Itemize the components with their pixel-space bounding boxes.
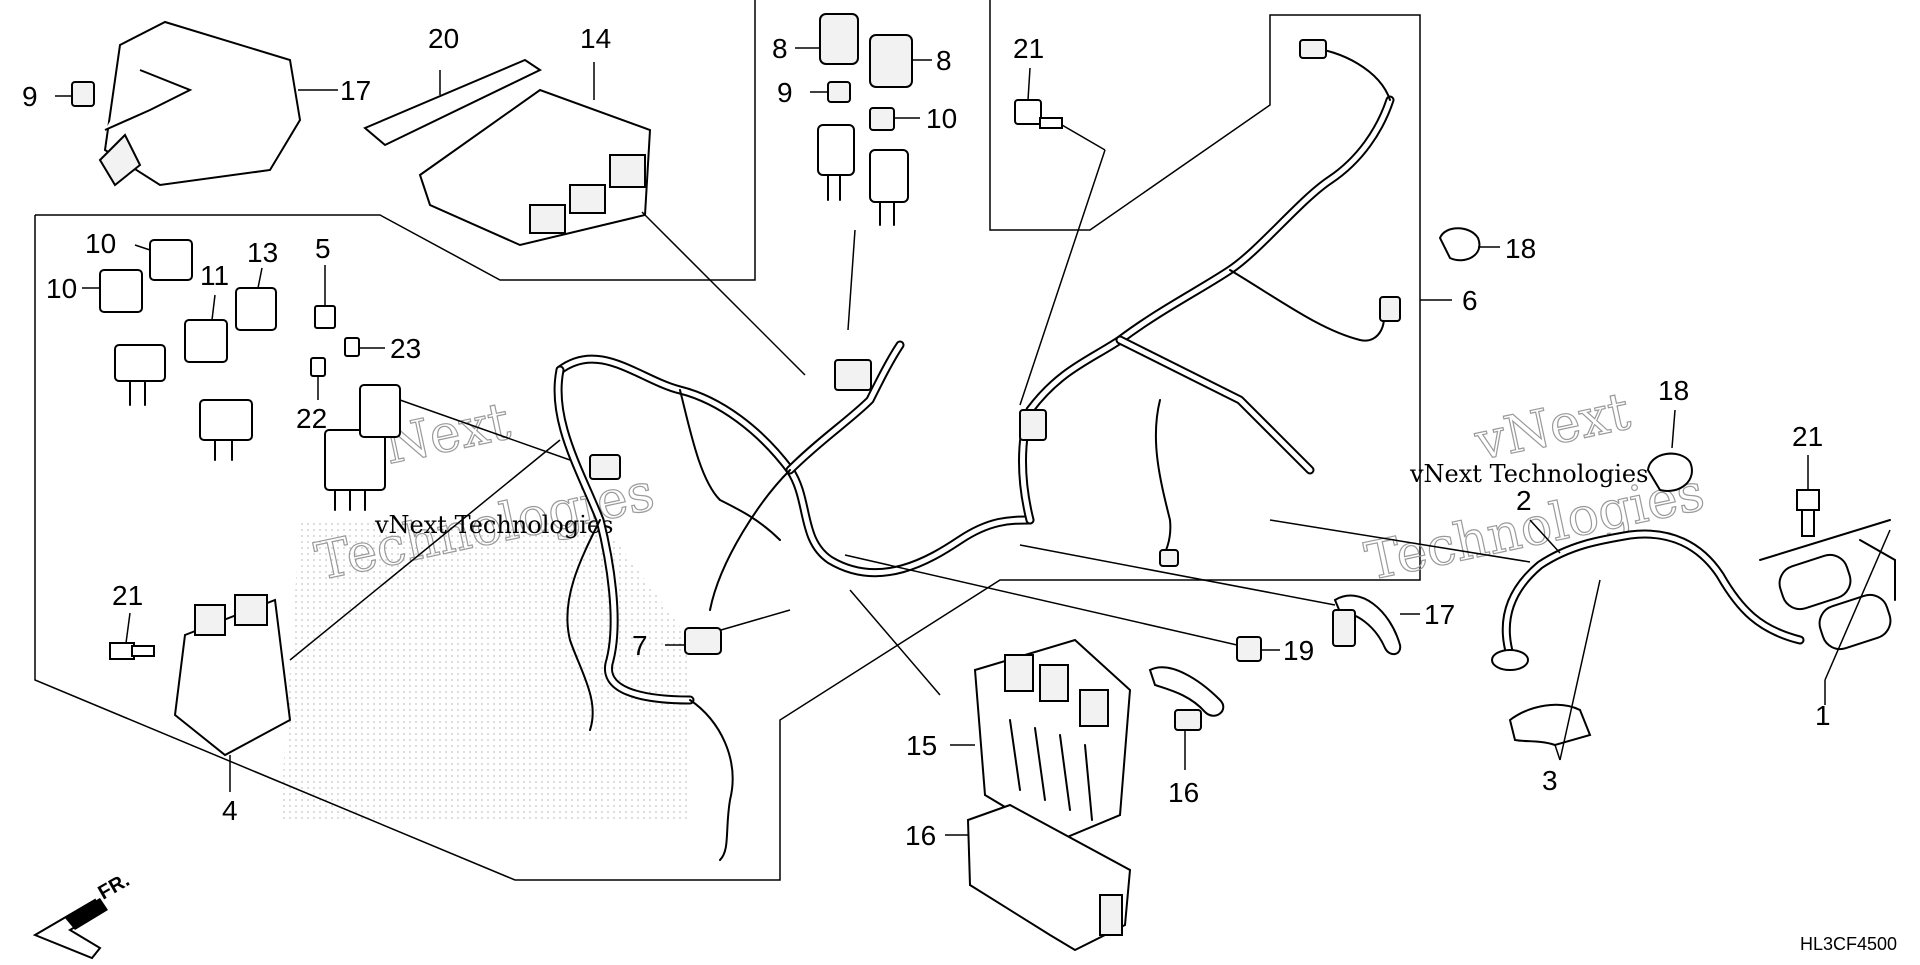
part-8-connector-a [795, 13, 859, 65]
front-direction-arrow-icon: FR. [32, 869, 133, 960]
watermark-inline-right: vNext Technologies [1409, 460, 1648, 488]
callout-1: 1 [1815, 700, 1831, 731]
part-9-clip-a [810, 81, 851, 103]
part-1-ignition-coil [1759, 519, 1896, 705]
callout-15: 17 [340, 75, 371, 106]
part-6-main-harness [553, 47, 1395, 861]
part-19-strip [363, 58, 543, 147]
part-16-band-lower [1148, 666, 1225, 770]
part-7-connector [665, 609, 791, 655]
part-22-fuse [310, 357, 326, 400]
callout-20: 21 [1013, 33, 1044, 64]
callout-16-lower: 16 [1168, 777, 1199, 808]
part-15-cover [98, 20, 338, 187]
part-2-hose [1269, 519, 1805, 671]
part-12-control-module [418, 62, 806, 376]
watermark-inline-left: vNext Technologies [374, 511, 613, 539]
connector-plugs-top [817, 124, 909, 331]
diagram-code: HL3CF4500 [1800, 934, 1897, 954]
part-21-bolt-left [109, 612, 155, 660]
part-23-fuse [344, 337, 385, 357]
group-outlines [34, 0, 1421, 881]
harness-connectors [589, 39, 1401, 567]
part-13-ecu [849, 589, 1132, 842]
callout-6: 6 [1462, 285, 1478, 316]
part-8-connector-b [869, 34, 932, 88]
callout-9-mid: 9 [777, 77, 793, 108]
part-17-clamp-top [1438, 227, 1500, 262]
callout-18: 19 [1283, 635, 1314, 666]
part-17-clamp-right [1646, 409, 1693, 492]
callout-9-left: 9 [22, 81, 38, 112]
callout-7: 7 [632, 630, 648, 661]
part-10-relay-b [134, 239, 193, 281]
callout-9-right: 10 [926, 103, 957, 134]
part-10-relay-c [184, 294, 228, 363]
part-18-clip [844, 554, 1280, 662]
part-20-bolt [1014, 67, 1106, 406]
callout-12: 14 [580, 23, 611, 54]
part-11-relay [235, 267, 277, 331]
callout-21-left: 21 [112, 580, 143, 611]
callout-2: 2 [1516, 485, 1532, 516]
callout-13: 15 [906, 730, 937, 761]
part-9-clip-b [869, 107, 920, 131]
part-4-module [173, 439, 561, 792]
part-14-case [945, 803, 1132, 952]
part-9-clip-left [55, 81, 95, 107]
callout-17-right: 18 [1658, 375, 1689, 406]
callout-21-right: 21 [1792, 421, 1823, 452]
part-10-relay-a [82, 269, 143, 313]
callout-5: 5 [315, 233, 331, 264]
callout-17-top: 18 [1505, 233, 1536, 264]
part-5-fuse [314, 265, 336, 329]
part-21-bolt-right [1796, 455, 1820, 537]
background-dot-pattern [280, 520, 690, 820]
callout-14: 16 [905, 820, 936, 851]
callout-10-b: 10 [46, 273, 77, 304]
fuse-box [324, 384, 571, 511]
callout-10-c: 11 [200, 260, 229, 291]
callout-8-left: 8 [772, 33, 788, 64]
callout-10-a: 10 [85, 228, 116, 259]
callout-19: 20 [428, 23, 459, 54]
callout-8-right: 8 [936, 45, 952, 76]
part-16-band-right [1019, 544, 1420, 656]
callout-23: 23 [390, 333, 421, 364]
callout-22: 22 [296, 403, 327, 434]
callout-3: 3 [1542, 765, 1558, 796]
callout-11: 13 [247, 237, 278, 268]
callout-4: 4 [222, 795, 238, 826]
callout-16-right: 17 [1424, 599, 1455, 630]
relay-sockets [114, 344, 253, 461]
callout-labels: 9 17 20 14 8 8 9 10 21 18 6 10 10 11 13 … [22, 23, 1831, 851]
part-3-elbow [1508, 579, 1601, 761]
